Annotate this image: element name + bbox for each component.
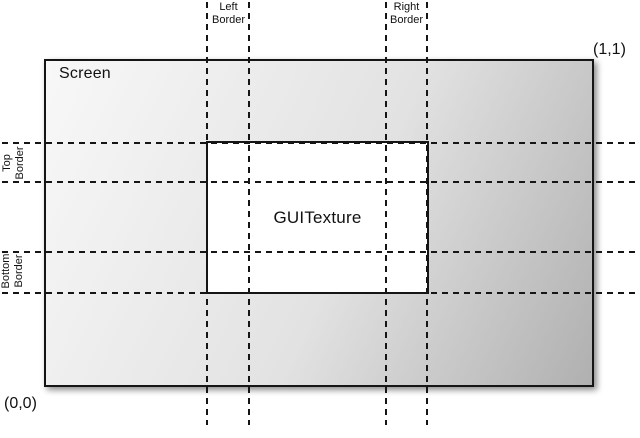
guide-line-texture-top-edge: [2, 142, 639, 144]
top-border-label: Top Border: [1, 146, 26, 180]
guide-line-bottom-border: [2, 251, 639, 253]
guide-line-texture-right-edge: [426, 2, 428, 425]
right-border-label: Right Border: [389, 1, 424, 26]
coordinate-top-right: (1,1): [593, 41, 626, 58]
coordinate-origin: (0,0): [4, 395, 37, 412]
guide-line-right-border: [385, 2, 387, 425]
screen-label: Screen: [59, 65, 111, 82]
guide-line-texture-left-edge: [206, 2, 208, 425]
bottom-border-label: Bottom Border: [0, 253, 25, 289]
guide-line-texture-bottom-edge: [2, 292, 639, 294]
guide-line-left-border: [248, 2, 250, 425]
guitexture-label: GUITexture: [273, 207, 362, 227]
left-border-label: Left Border: [211, 1, 246, 26]
guide-line-top-border: [2, 181, 639, 183]
guitexture-rect: GUITexture: [206, 141, 429, 294]
